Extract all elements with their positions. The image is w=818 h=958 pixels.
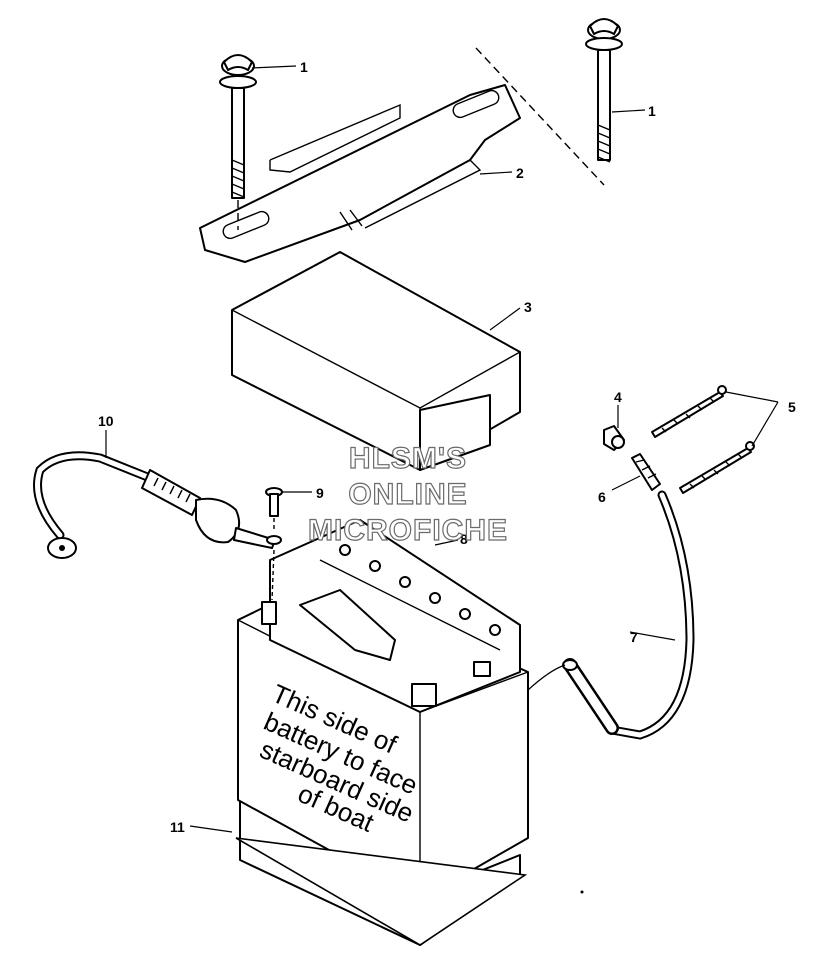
watermark-line3: MICROFICHE: [308, 514, 508, 547]
callout-6: 6: [598, 489, 606, 505]
vent-hose: [527, 490, 695, 740]
callout-numbers: 1 1 2 3 4 5 6 7 8 9 10 11: [98, 59, 796, 835]
vent-fitting: [603, 425, 625, 451]
leader-lines: [105, 65, 779, 833]
callout-10: 10: [98, 413, 114, 429]
hold-down-bracket: [199, 84, 521, 263]
callout-2: 2: [516, 165, 524, 181]
callout-4: 4: [614, 389, 622, 405]
callout-8: 8: [460, 531, 468, 547]
callout-1-left: 1: [300, 59, 308, 75]
battery-shadow: [235, 837, 528, 946]
callout-7: 7: [630, 629, 638, 645]
wing-bolt-right: [585, 18, 623, 163]
wing-bolt-left: [219, 54, 257, 199]
watermark-line1: HLSM'S: [349, 442, 467, 475]
callout-9: 9: [316, 485, 324, 501]
battery-cover: [231, 251, 521, 471]
callout-11: 11: [170, 819, 185, 835]
terminal-bolt: [265, 487, 283, 601]
watermark: HLSM'S ONLINE MICROFICHE: [307, 441, 508, 547]
negative-cable: [33, 451, 282, 559]
watermark-line2: ONLINE: [348, 478, 467, 511]
callout-5: 5: [788, 399, 796, 415]
vent-nipple: [631, 453, 661, 491]
callout-3: 3: [524, 299, 532, 315]
tie-straps: [651, 385, 755, 494]
speck: [580, 890, 584, 894]
callout-1-right: 1: [648, 103, 656, 119]
bolt-alignment-line: [475, 47, 605, 186]
